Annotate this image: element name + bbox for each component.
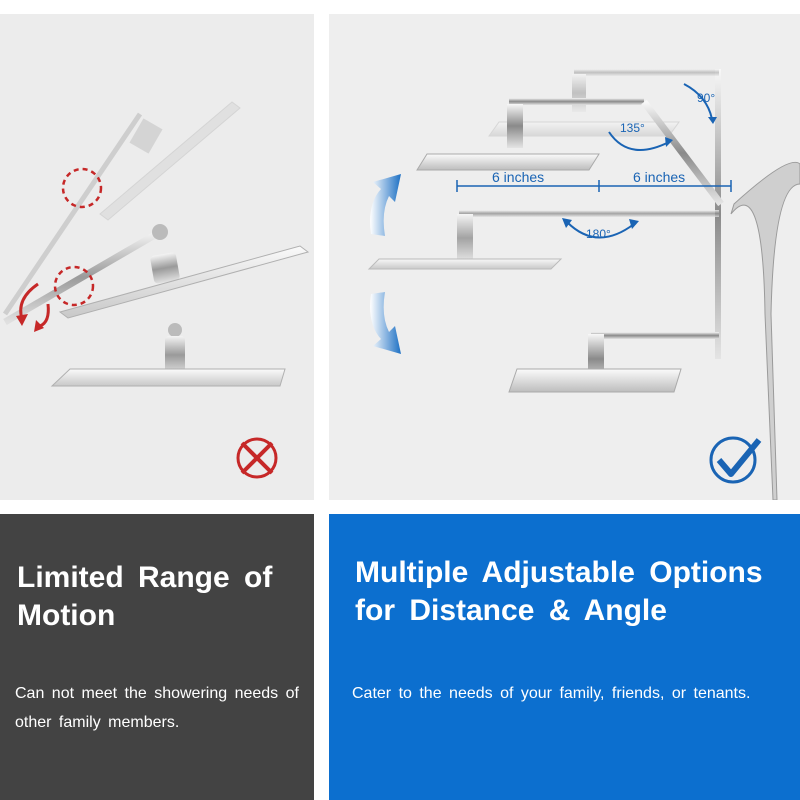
limited-motion-description: Can not meet the showering needs of othe… (15, 685, 299, 731)
adjustable-options-description: Cater to the needs of your family, frien… (352, 685, 751, 702)
angle-label: 180° (586, 227, 611, 241)
joint-highlight-circle (53, 265, 95, 307)
down-arrow-icon (370, 292, 401, 354)
rotation-arrow-icon (39, 303, 50, 328)
limited-motion-card: Limited Range of Motion Can not meet the… (0, 514, 314, 800)
angled-shower-arm (416, 98, 724, 207)
adjustable-motion-illustration: 6 inches 6 inches 90° 135° 180° (367, 69, 800, 500)
adjustable-options-heading: Multiple Adjustable Options for Distance… (355, 556, 763, 627)
up-arrow-icon (370, 174, 401, 236)
left-product-image (0, 14, 314, 500)
angled-shower-arm (3, 224, 310, 326)
right-product-image: 6 inches 6 inches 90° 135° 180° (329, 14, 800, 500)
angle-indicators: 90° 135° 180° (562, 83, 717, 241)
joint-highlight-circle (61, 167, 103, 209)
blue-check-icon (709, 436, 762, 484)
distance-label: 6 inches (633, 169, 685, 185)
shower-hose (730, 161, 800, 500)
limited-motion-heading: Limited Range of Motion (17, 561, 273, 632)
adjustable-options-card: Multiple Adjustable Options for Distance… (329, 514, 800, 800)
flat-shower-arm (5, 322, 286, 387)
bottom-shower-arm (508, 332, 719, 393)
distance-measure: 6 inches 6 inches (456, 169, 732, 192)
distance-label: 6 inches (492, 169, 544, 185)
middle-shower-arm (367, 210, 719, 270)
angle-label: 135° (620, 121, 645, 135)
angle-label: 90° (697, 91, 715, 105)
limited-motion-illustration (2, 101, 310, 479)
red-x-icon (236, 437, 278, 479)
faded-shower-arm (2, 101, 241, 316)
